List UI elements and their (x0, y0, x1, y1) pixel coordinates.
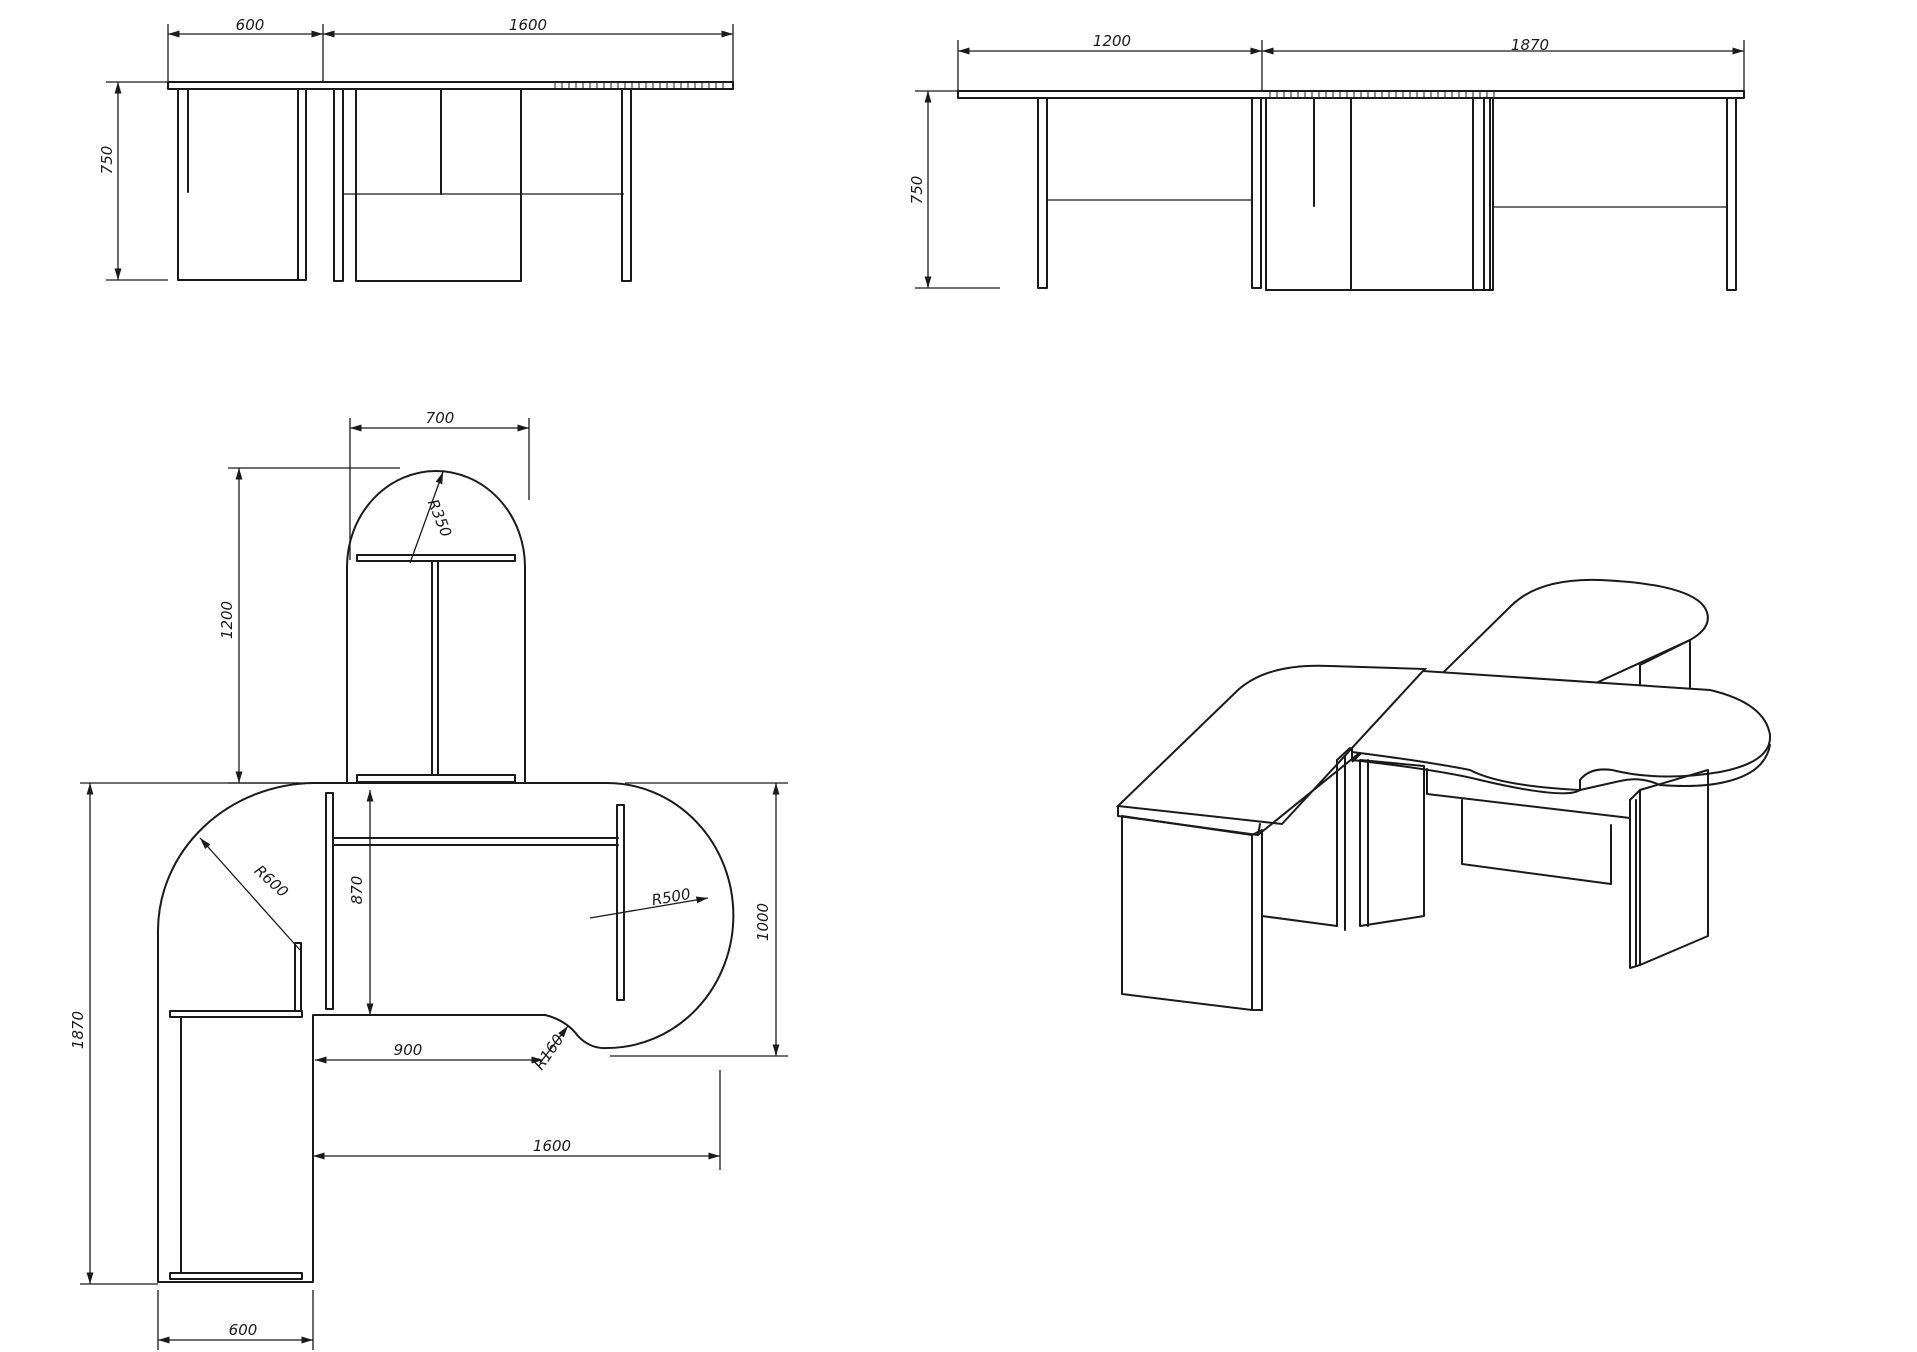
front-right-top-hatch (1269, 91, 1495, 98)
plan-dim-r350: R350 (424, 497, 455, 540)
plan-top-rail-vertical (431, 560, 439, 776)
front-view-left: 600 1600 750 (98, 16, 734, 282)
front-right-leg-b (1251, 97, 1262, 289)
iso-right-top (1351, 669, 1772, 792)
plan-dim-1200: 1200 (218, 601, 236, 639)
front-right-dim-1200: 1200 (1093, 32, 1131, 50)
plan-dim-1000: 1000 (754, 903, 772, 941)
front-left-cabinet (355, 88, 522, 282)
front-right-dim-750: 750 (908, 176, 926, 205)
front-left-dim-1600: 1600 (509, 16, 547, 34)
front-view-right: 1200 1870 750 (908, 32, 1745, 291)
plan-right-rail-right (616, 804, 625, 1001)
plan-dim-1870: 1870 (69, 1011, 87, 1049)
iso-right-pedestal (1359, 759, 1425, 927)
plan-left-rail-vertical (294, 942, 302, 1012)
plan-dim-870: 870 (348, 876, 366, 905)
front-left-dim-750: 750 (98, 146, 116, 175)
front-right-leg-d (1726, 97, 1737, 291)
plan-top-extension (346, 470, 526, 784)
iso-left-pedestal-side (1251, 829, 1263, 1011)
iso-back-drawer (1461, 799, 1612, 885)
front-left-pedestal (177, 88, 307, 281)
plan-dim-r160: R160 (530, 1031, 567, 1073)
front-right-top-board (957, 90, 1745, 99)
plan-right-rail-left (325, 792, 334, 1010)
front-right-leg-c (1483, 97, 1494, 291)
front-left-leg-a (333, 88, 344, 282)
plan-dim-900: 900 (394, 1041, 423, 1059)
plan-left-rail-bottom (169, 1272, 303, 1280)
plan-top-rail-lower (356, 774, 516, 783)
plan-dim-600: 600 (229, 1321, 258, 1339)
front-left-leg-b (621, 88, 632, 282)
plan-dim-r500: R500 (650, 885, 692, 910)
front-left-dim-600: 600 (236, 16, 265, 34)
isometric-view (1115, 578, 1772, 1011)
iso-left-top (1115, 664, 1428, 826)
plan-main-body (157, 782, 735, 1283)
plan-dim-700: 700 (426, 409, 455, 427)
front-right-cabinet (1265, 97, 1491, 291)
front-right-dim-1870: 1870 (1511, 36, 1549, 54)
iso-left-pedestal-front (1121, 815, 1253, 1011)
front-right-leg-a (1037, 97, 1048, 289)
plan-dim-1600: 1600 (533, 1137, 571, 1155)
iso-right-top-edge (1351, 751, 1581, 795)
plan-dim-r600: R600 (251, 862, 292, 902)
plan-left-rail-top (169, 1010, 303, 1018)
plan-view: R350 R600 R500 R160 700 1200 870 1000 90… (69, 409, 788, 1350)
front-left-top-board (167, 81, 734, 90)
front-left-top-hatch (554, 82, 724, 89)
